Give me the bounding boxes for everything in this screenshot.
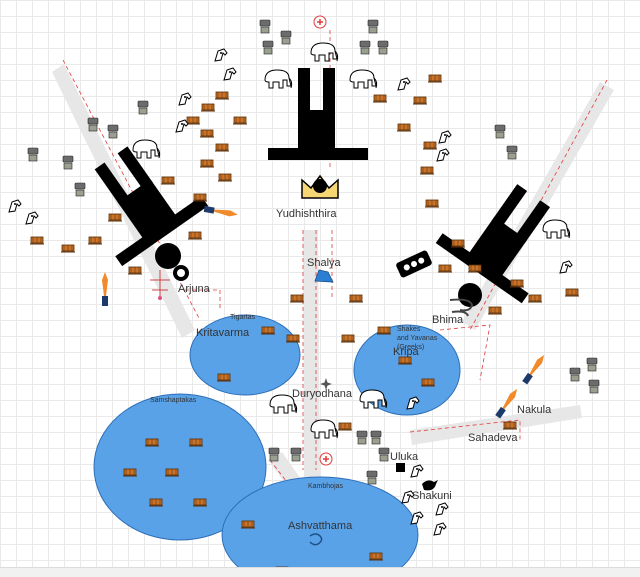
yudhishthira-label: Yudhishthira [276, 208, 337, 220]
nakula-label: Nakula [517, 404, 552, 416]
top-plus-icon [313, 15, 327, 29]
shakes-yavanas-label: Shakes and Yavanas (Greeks) [397, 326, 438, 351]
flaming-sword-icons [102, 205, 545, 419]
kritavarma-label: Kritavarma [196, 327, 250, 339]
shakuni-bird-icon [422, 480, 438, 491]
duryodhana-label: Duryodhana [292, 388, 352, 400]
ashvatthama-snake-icon [309, 533, 323, 546]
bhima-label: Bhima [432, 314, 464, 326]
arjuna-emblem-icon [150, 243, 189, 300]
ashvatthama-field [221, 476, 419, 577]
canvas-scrollbar[interactable] [0, 567, 640, 577]
center-plus-icon [319, 452, 333, 466]
uluka-label: Uluka [390, 451, 419, 463]
ashvatthama-label: Ashvatthama [288, 520, 353, 532]
formation-left [94, 146, 209, 267]
samshaptakas-field [93, 393, 267, 541]
kritavarma-field [189, 314, 301, 396]
arjuna-label: Arjuna [178, 283, 210, 295]
shakuni-label: Shakuni [412, 490, 452, 502]
bhima-knife-icon [396, 250, 432, 278]
sahadeva-label: Sahadeva [468, 432, 518, 444]
formation-right [435, 184, 551, 304]
shalya-label: Shalya [307, 257, 341, 269]
formation-center [268, 68, 368, 160]
kambhojas-label: Kambhojas [308, 483, 344, 490]
tigartas-label: Tigartas [230, 314, 256, 321]
duryodhana-sparkle-icon [320, 378, 332, 390]
bhima-wind-icon [449, 283, 482, 317]
samshaptakas-label: Samshaptakas [150, 397, 197, 404]
formations [94, 68, 551, 304]
shalya-conch-icon [314, 269, 334, 283]
army-fields [93, 314, 461, 577]
crown-icon [301, 174, 339, 199]
uluka-square-icon [396, 463, 405, 472]
kripa-label: Kripa [393, 346, 419, 358]
